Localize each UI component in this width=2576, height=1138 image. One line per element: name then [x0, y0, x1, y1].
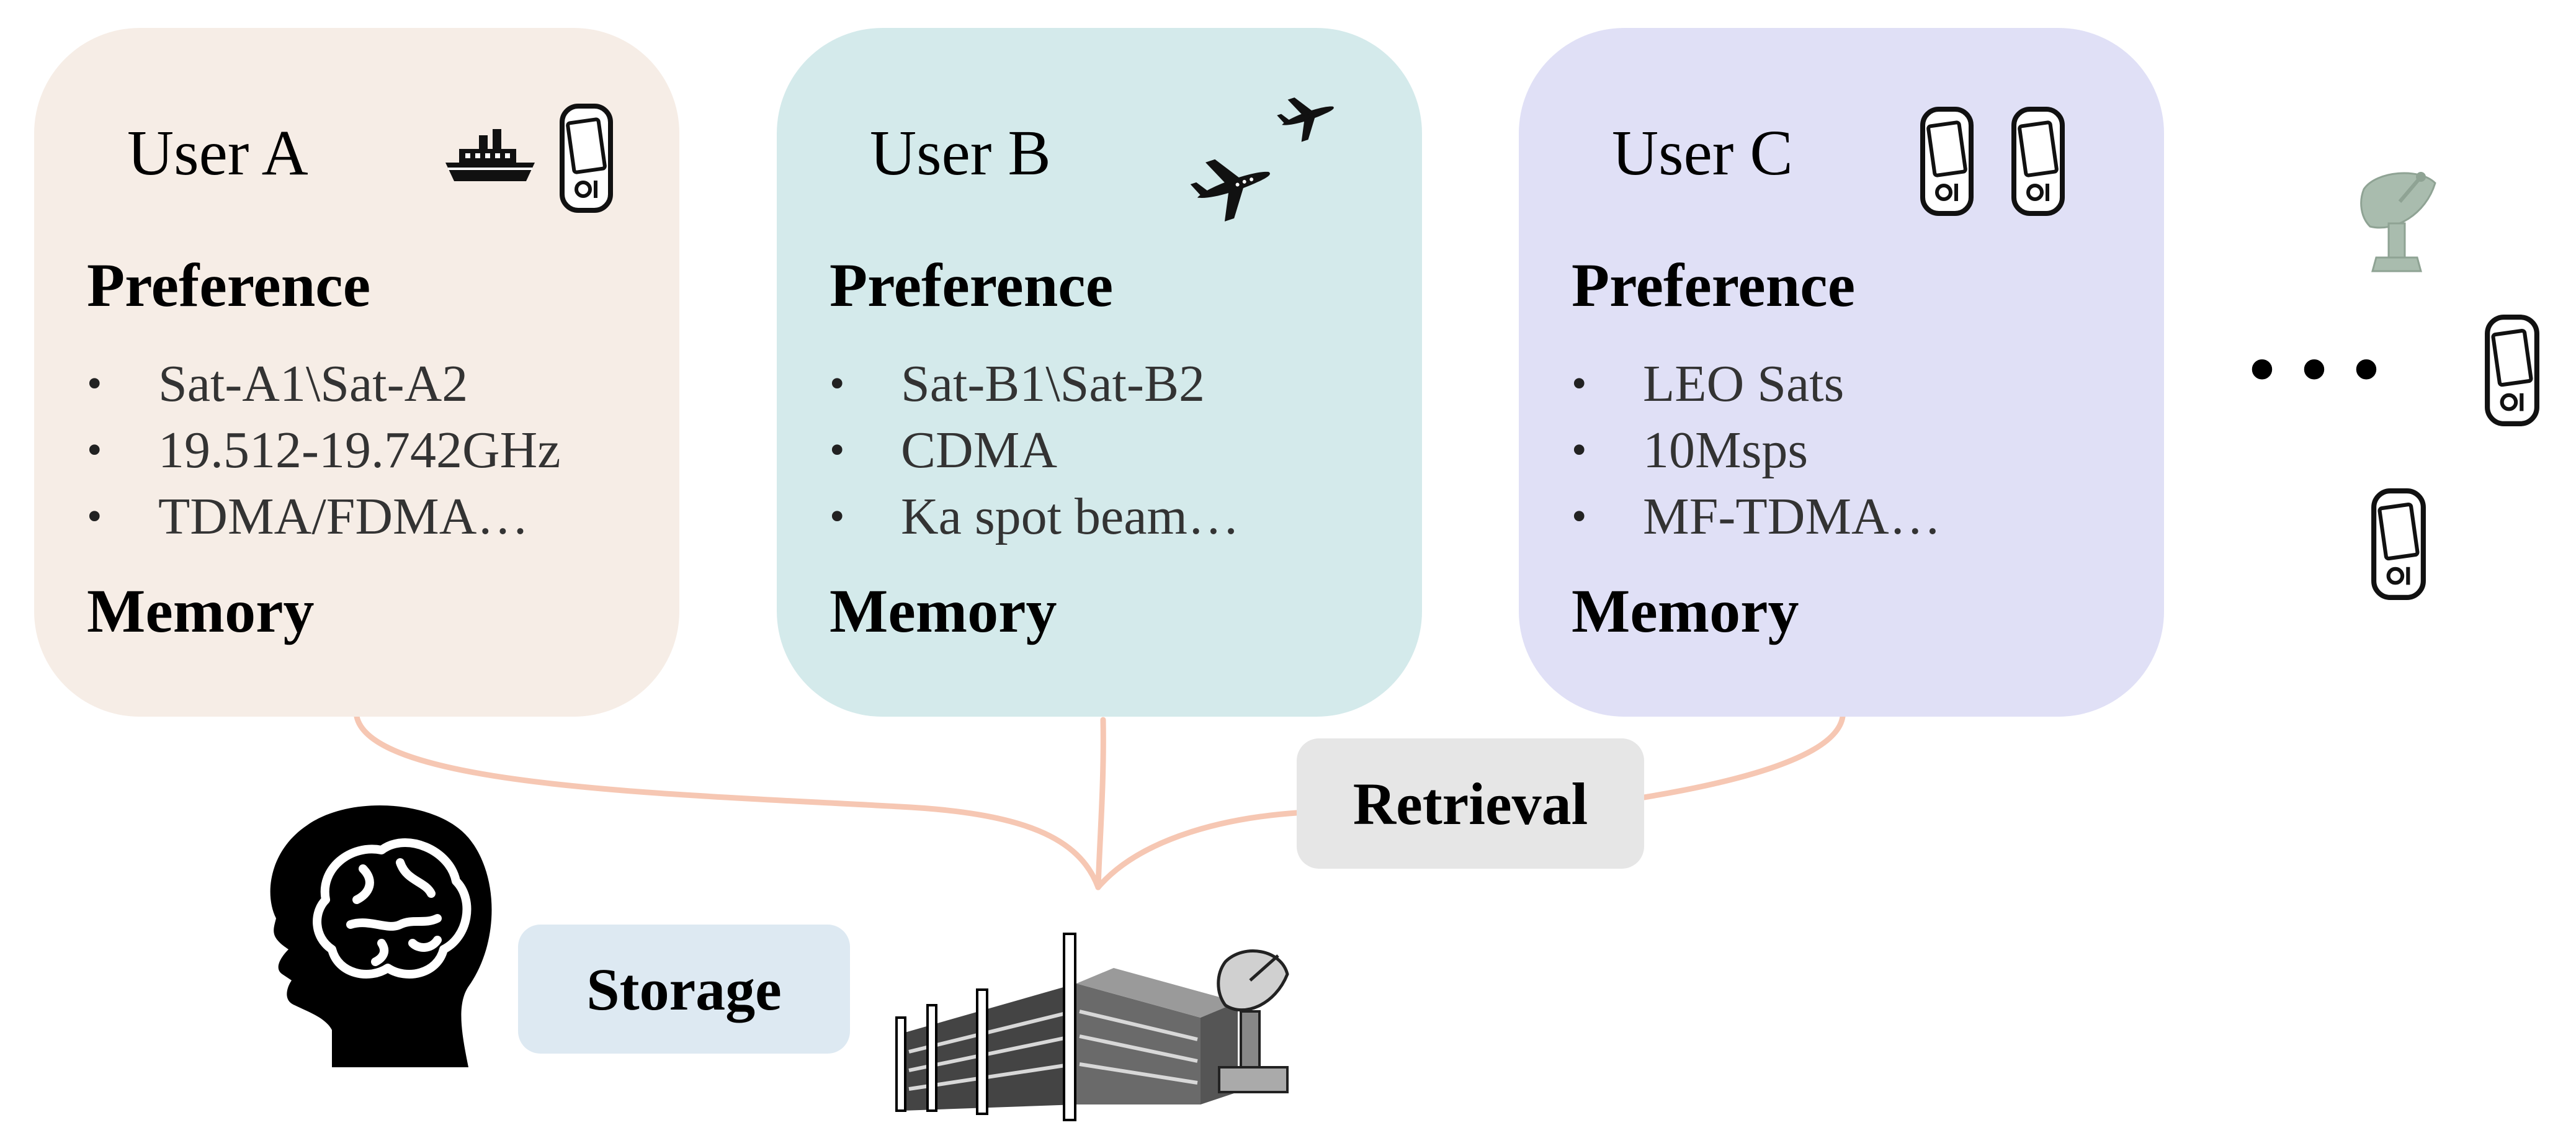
connector-retrieval — [1095, 810, 1300, 890]
memory-heading: Memory — [1572, 576, 1799, 645]
retrieval-label: Retrieval — [1297, 738, 1644, 869]
connector-user-b — [1095, 717, 1106, 890]
preference-list: •LEO Sats •10Msps •MF-TDMA… — [1572, 351, 1941, 550]
handset-icon — [2011, 107, 2065, 216]
handset-icon — [2485, 315, 2539, 426]
list-item: •19.512-19.742GHz — [87, 421, 561, 479]
list-item: •Ka spot beam… — [830, 488, 1240, 545]
memory-heading: Memory — [830, 576, 1057, 645]
preference-heading: Preference — [830, 251, 1114, 320]
preference-heading: Preference — [87, 251, 371, 320]
airplane-icon — [1277, 97, 1334, 142]
ship-icon — [445, 129, 535, 181]
user-title: User C — [1612, 117, 1793, 189]
list-item: •MF-TDMA… — [1572, 488, 1941, 545]
preference-list: •Sat-B1\Sat-B2 •CDMA •Ka spot beam… — [830, 351, 1240, 550]
list-item: •10Msps — [1572, 421, 1809, 479]
satellite-dish-icon — [2360, 172, 2436, 272]
handset-icon — [1920, 107, 1974, 216]
list-item: •LEO Sats — [1572, 355, 1845, 413]
user-title: User B — [870, 117, 1051, 189]
handset-icon — [2371, 488, 2426, 600]
user-title: User A — [127, 117, 308, 189]
user-card-a: User A Preference •Sat-A1\Sat-A2 •19.512… — [34, 28, 679, 717]
connector-user-a — [354, 714, 1101, 890]
list-item: •Sat-A1\Sat-A2 — [87, 355, 468, 413]
handset-icon — [560, 104, 613, 213]
storage-label: Storage — [518, 925, 850, 1054]
memory-heading: Memory — [87, 576, 315, 645]
user-card-c: User C Preference •LEO Sats •10Msps •MF-… — [1519, 28, 2164, 717]
preference-list: •Sat-A1\Sat-A2 •19.512-19.742GHz •TDMA/F… — [87, 351, 561, 550]
preference-heading: Preference — [1572, 251, 1856, 320]
more-users-ellipsis: • • • — [2249, 328, 2384, 410]
user-card-b: User B Preference •Sat-B1\Sat-B2 •CDMA •… — [777, 28, 1422, 717]
connector-user-c — [1641, 714, 1846, 800]
ground-station-icon — [895, 933, 1289, 1121]
airplane-icon — [1190, 159, 1270, 222]
list-item: •CDMA — [830, 421, 1058, 479]
brain-head-icon — [270, 805, 492, 1067]
list-item: •TDMA/FDMA… — [87, 488, 529, 545]
list-item: •Sat-B1\Sat-B2 — [830, 355, 1205, 413]
